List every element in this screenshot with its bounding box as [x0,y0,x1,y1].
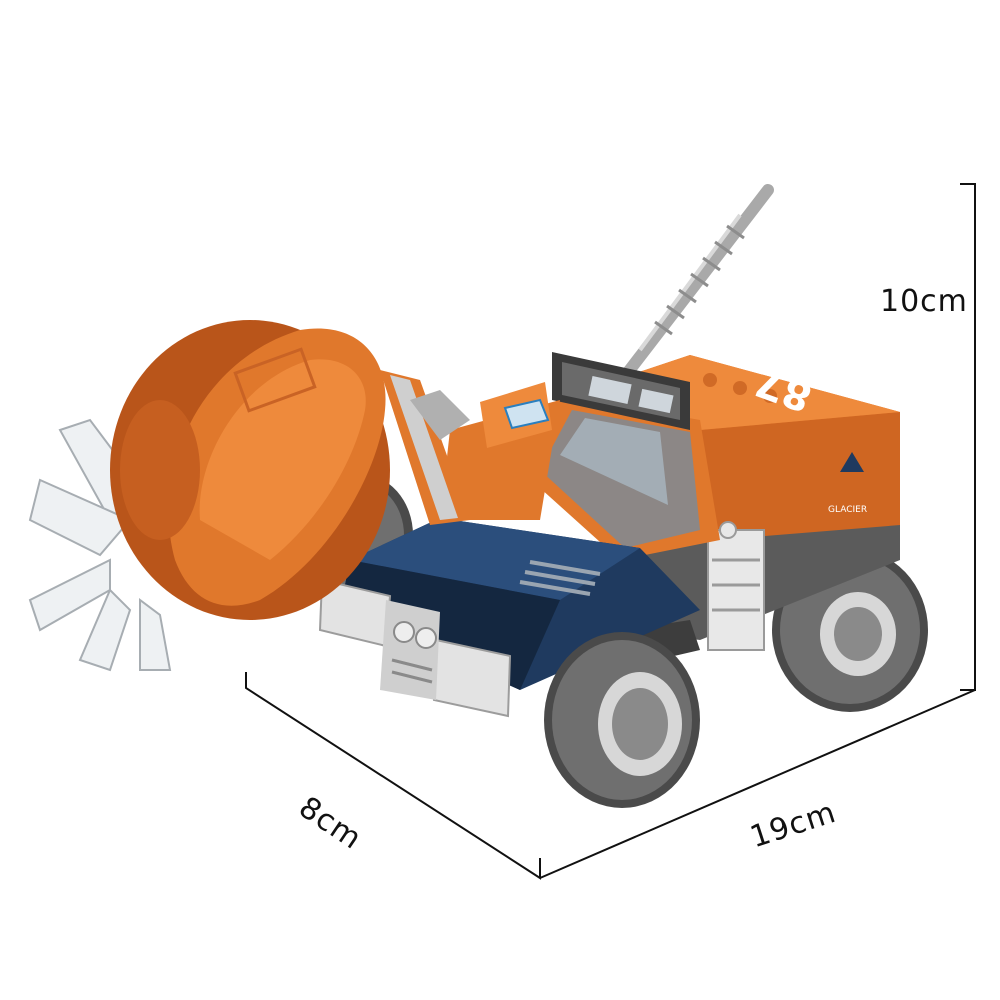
front-bumper [318,578,512,718]
width-dimension-line [539,689,976,879]
antenna-rod [616,184,774,386]
cab [520,352,720,560]
excavator-arm [380,370,470,525]
door-text: GLACIER [828,505,867,515]
height-dimension-line [960,183,976,691]
depth-dimension-line [245,672,541,880]
height-label: 10cm [880,284,968,319]
side-ladder [707,521,765,651]
hood-side [440,382,560,520]
dimension-lines [245,183,976,880]
cutter-head [28,320,390,672]
front-wheel [544,632,700,808]
